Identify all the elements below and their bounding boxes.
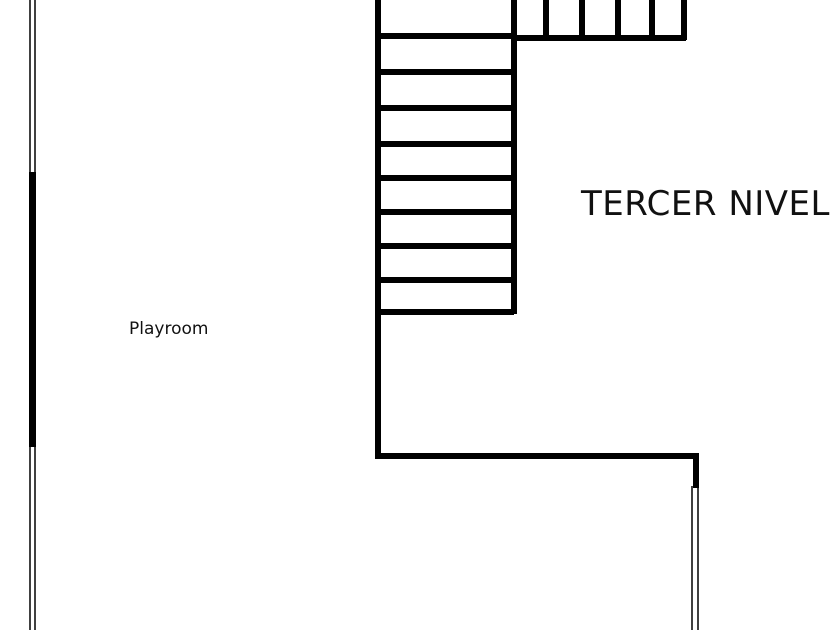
staircase-horizontal — [514, 0, 687, 41]
staircase-vertical — [378, 0, 517, 315]
level-label: TERCER NIVEL — [580, 184, 830, 224]
interior-wall-main — [375, 0, 699, 488]
left-wall — [29, 0, 36, 630]
left-wall-solid-section — [29, 172, 36, 447]
right-bottom-wall — [691, 486, 699, 630]
interior-wall — [375, 0, 699, 488]
room-label-playroom: Playroom — [129, 319, 208, 339]
